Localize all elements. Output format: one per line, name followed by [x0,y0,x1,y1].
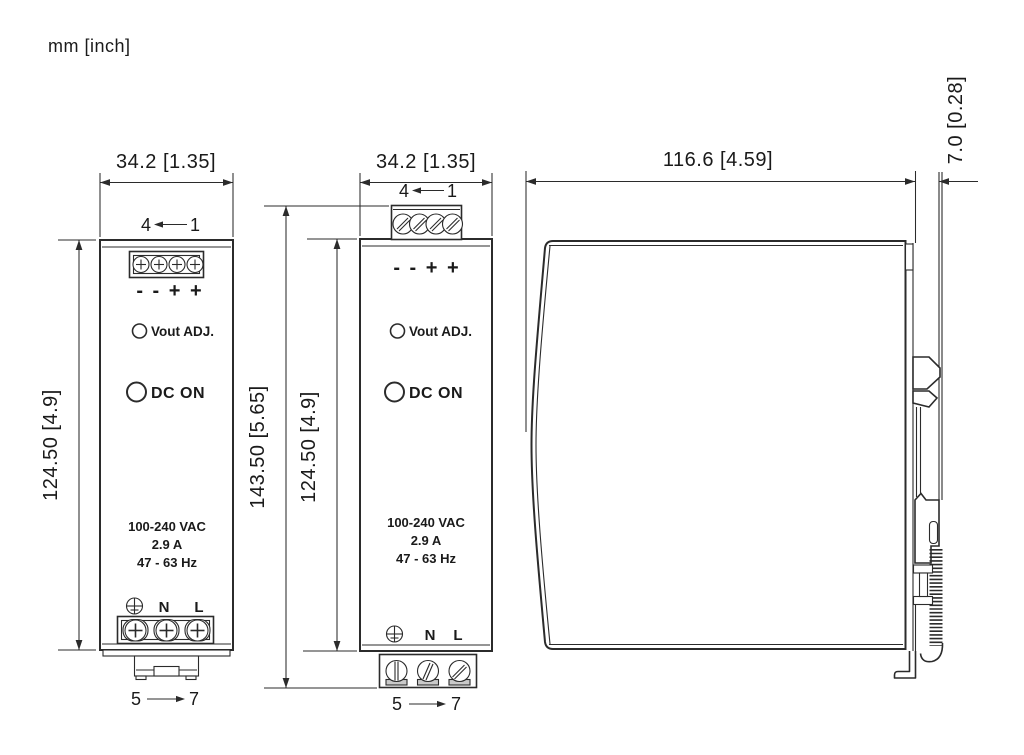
rating-current: 2.9 A [411,533,442,548]
side-depth-dimension: 116.6 [4.59] [525,149,917,432]
dc-on-led [126,381,147,403]
ext-total-height-dim-label: 143.50 [5.65] [247,385,269,508]
ext-body-height-dimension: 124.50 [4.9] [298,238,357,652]
ground-icon [125,597,144,615]
vout-adj-label: Vout ADJ. [409,324,472,339]
din-hook [912,356,941,497]
front-bottom-pin-order: 5 7 [131,689,199,709]
ext-body [359,238,493,652]
clip-foot [893,651,917,679]
dc-on-label: DC ON [409,385,463,402]
rating-frequency: 47 - 63 Hz [396,551,456,566]
pin-7-label: 7 [189,689,199,709]
side-rail-offset-dimension: 7.0 [0.28] [939,76,978,185]
ext-ac-terminal-block [378,653,478,689]
rating-voltage: 100-240 VAC [128,519,206,534]
line-label: L [453,627,462,644]
vout-adj-pot [131,323,148,339]
front-view-extended: 34.2 [1.35] 143.50 [5.65] 124.50 [4.9] 4… [247,151,493,714]
front-body [99,239,234,651]
dc-on-led [384,381,405,403]
ext-body-height-dim-label: 124.50 [4.9] [298,391,320,503]
clip-spring-hook [919,642,944,663]
front-polarity-label: - - + + [136,280,203,302]
pin-1-label: 1 [190,215,200,235]
side-body [530,240,907,650]
front-width-dim-label: 34.2 [1.35] [116,151,216,173]
dc-on-label: DC ON [151,385,205,402]
front-dc-terminal-block [128,250,205,279]
ext-vout-adj: Vout ADJ. [389,323,472,339]
ext-ratings: 100-240 VAC 2.9 A 47 - 63 Hz [387,515,465,566]
front-view: 34.2 [1.35] 124.50 [4.9] 4 1 [40,151,234,709]
line-label: L [194,599,203,616]
clip-clamp [912,564,934,606]
ext-top-pin-order: 4 1 [399,181,457,201]
vout-adj-pot [389,323,406,339]
dc-terminal-screws [392,213,464,235]
pin-4-label: 4 [141,215,151,235]
ext-width-dim-label: 34.2 [1.35] [376,151,476,173]
ext-polarity-label: - - + + [393,257,460,279]
ext-total-height-dimension: 143.50 [5.65] [247,205,389,689]
front-ratings: 100-240 VAC 2.9 A 47 - 63 Hz [128,519,206,570]
side-view: 116.6 [4.59] 7.0 [0.28] [525,76,978,679]
vout-adj-label: Vout ADJ. [151,324,214,339]
din-clip-assembly [893,492,944,679]
front-top-pin-order: 4 1 [141,215,200,235]
clip-slider [914,492,940,564]
ac-terminal-screws [385,659,471,683]
front-view-height-dimension: 124.50 [4.9] [40,239,96,651]
ext-dc-on: DC ON [384,381,463,403]
ac-terminal-screws [124,619,209,642]
neutral-label: N [159,599,170,616]
front-height-dim-label: 124.50 [4.9] [40,389,62,501]
neutral-label: N [425,627,436,644]
front-dc-on: DC ON [126,381,205,403]
front-input-labels: N L [125,597,204,616]
rating-voltage: 100-240 VAC [387,515,465,530]
front-vout-adj: Vout ADJ. [131,323,214,339]
dc-terminal-screws [132,255,204,274]
side-rail-offset-dim-label: 7.0 [0.28] [945,76,967,164]
ground-icon [385,625,404,643]
ext-dc-terminal-block [390,204,464,241]
pin-1-label: 1 [447,181,457,201]
front-view-width-dimension: 34.2 [1.35] [99,151,234,237]
pin-7-label: 7 [451,694,461,714]
ext-bottom-pin-order: 5 7 [392,694,461,714]
units-label: mm [inch] [48,36,131,56]
rating-frequency: 47 - 63 Hz [137,555,197,570]
side-top-tab [904,243,914,271]
rating-current: 2.9 A [152,537,183,552]
pin-5-label: 5 [392,694,402,714]
side-depth-dim-label: 116.6 [4.59] [663,149,773,171]
front-ac-terminal-block [116,615,215,645]
ext-input-labels: N L [385,625,463,644]
front-din-clip [102,649,231,681]
ext-width-dimension: 34.2 [1.35] [359,151,493,236]
pin-5-label: 5 [131,689,141,709]
pin-4-label: 4 [399,181,409,201]
